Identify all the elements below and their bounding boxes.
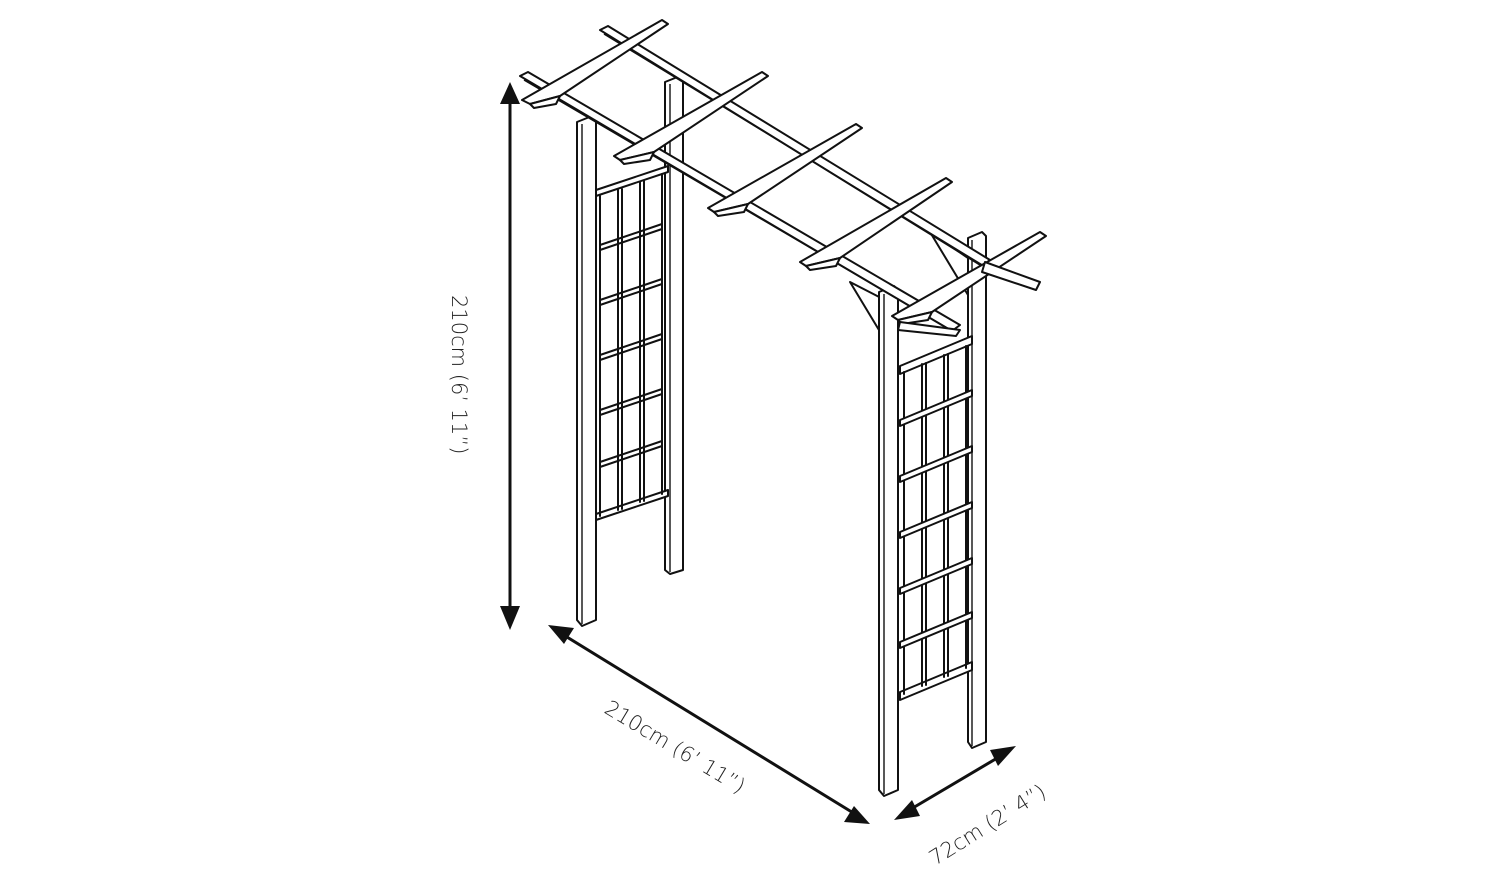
dimension-height: 210cm (6’ 11”)	[447, 82, 520, 630]
arrow-up-icon	[500, 82, 520, 104]
cross-beam-4	[799, 177, 953, 271]
arrow-right-icon	[990, 746, 1016, 766]
arrow-left-icon	[548, 625, 574, 644]
dimension-length: 210cm (6’ 11”)	[548, 625, 870, 824]
right-trellis-panel	[899, 335, 973, 701]
right-frame	[849, 231, 987, 797]
roof	[519, 19, 1047, 337]
arrow-down-icon	[500, 606, 520, 630]
depth-label: 72cm (2’ 4”)	[925, 780, 1050, 871]
cross-beam-2	[613, 71, 769, 165]
cross-beam-1	[521, 19, 669, 109]
arrow-right-icon	[844, 806, 870, 824]
left-frame	[576, 75, 684, 627]
height-label: 210cm (6’ 11”)	[447, 295, 471, 454]
dimension-depth: 72cm (2’ 4”)	[894, 746, 1050, 870]
arrow-left-icon	[894, 800, 920, 820]
left-trellis-panel	[595, 165, 669, 521]
cross-beam-3	[707, 123, 863, 217]
length-label: 210cm (6’ 11”)	[600, 696, 749, 799]
